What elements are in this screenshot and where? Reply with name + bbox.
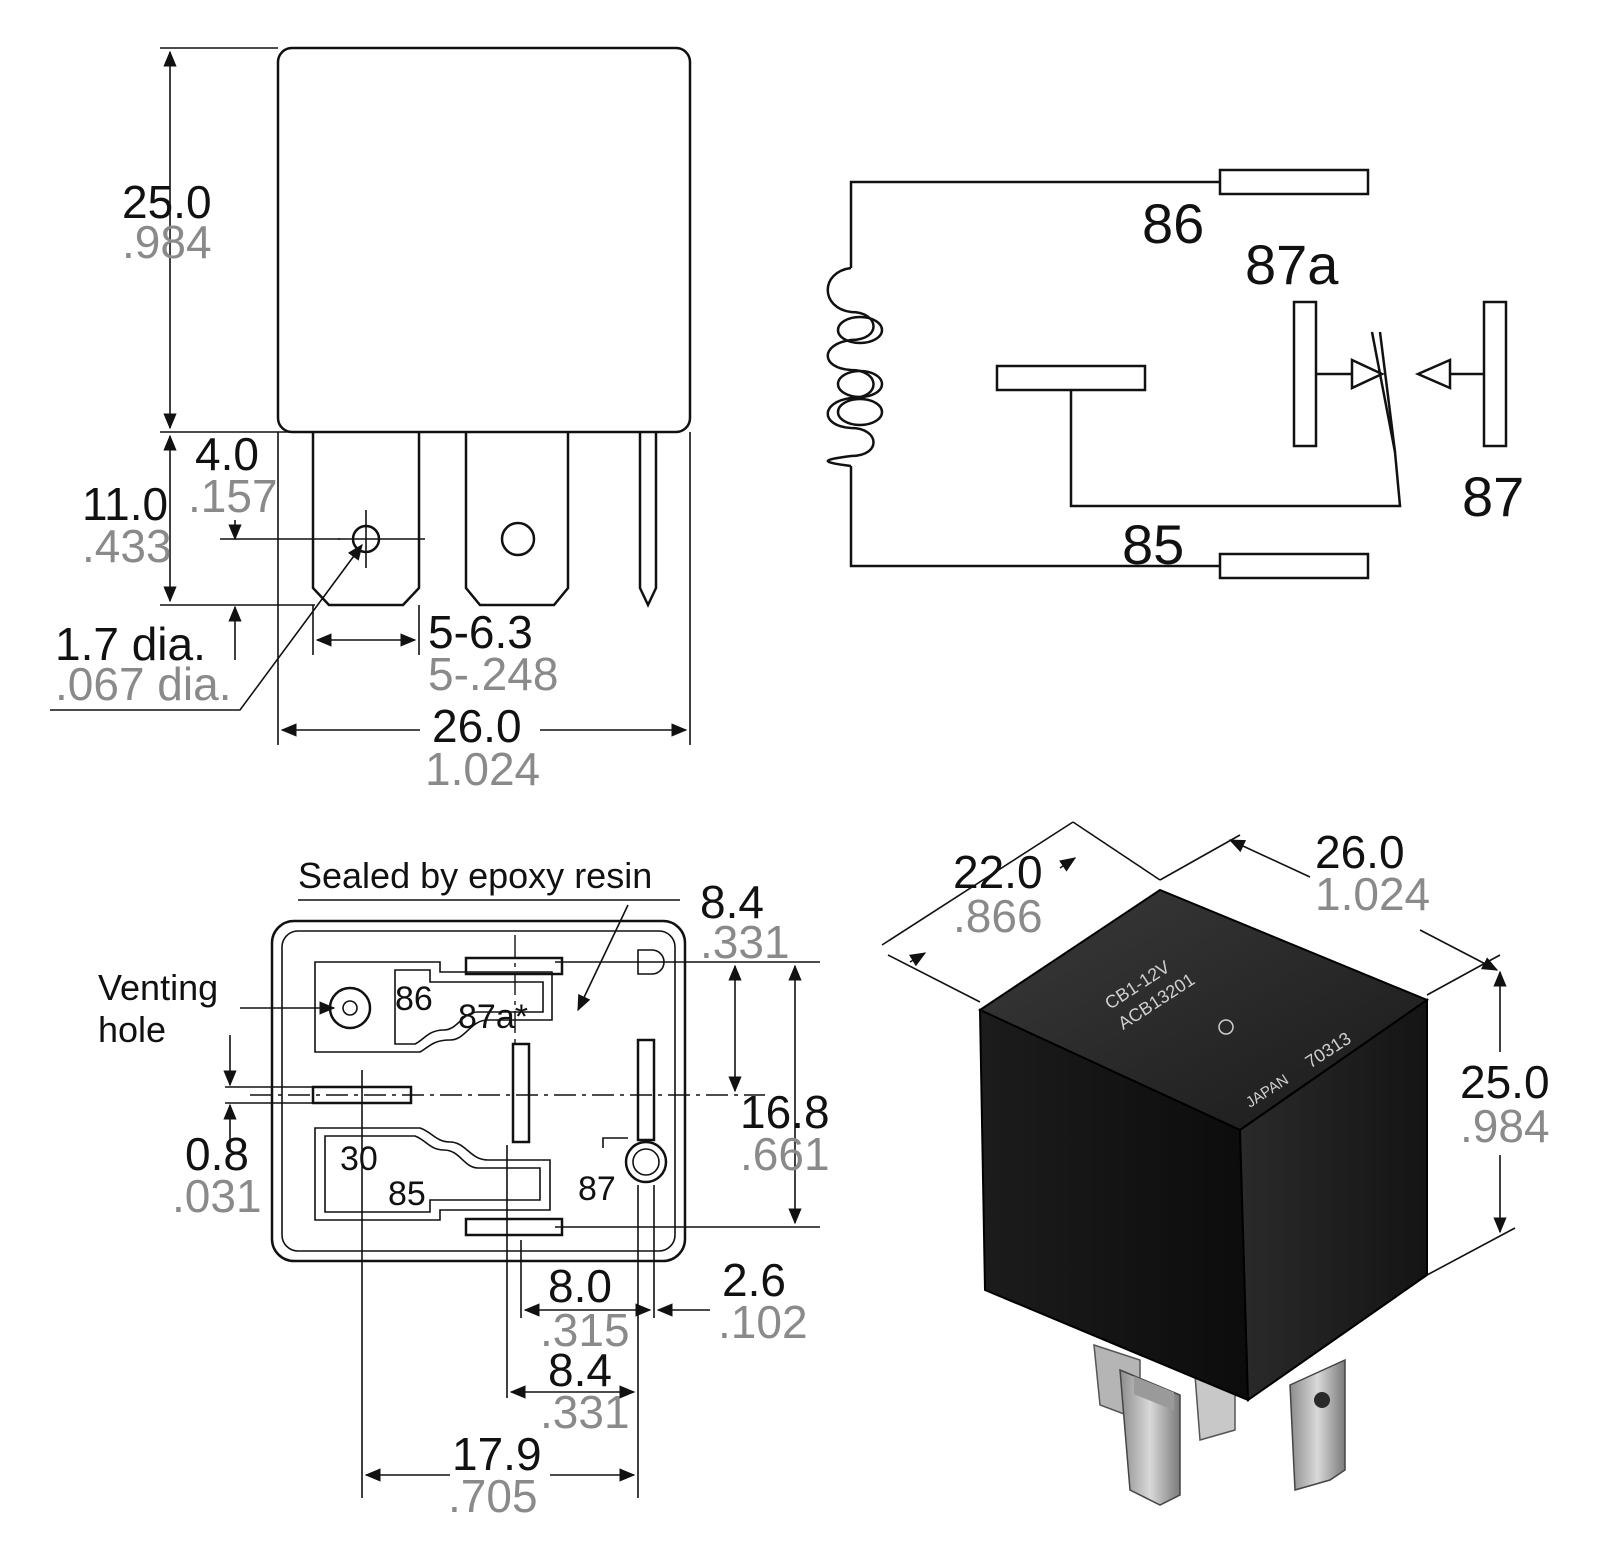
dim-84-top-mm: 8.4 <box>700 876 764 928</box>
bottom-outline-outer <box>270 919 687 1263</box>
bottom-view: Sealed by epoxy resin Venting hole 86 87… <box>98 855 830 1522</box>
pin-87a-bar <box>1292 300 1318 448</box>
dim-168-mm: 16.8 <box>740 1086 830 1138</box>
switch-blade <box>1370 331 1397 453</box>
dim-168-in: .661 <box>740 1128 830 1180</box>
dim-terminal-in: .157 <box>188 470 278 522</box>
photo-logo-icon <box>1218 1019 1234 1035</box>
dim-tab-in: 5-.248 <box>428 648 558 700</box>
terminal-middle <box>464 432 570 607</box>
schematic: 86 87a 87 85 <box>826 168 1524 580</box>
dim-179-in: .705 <box>448 1470 538 1522</box>
relay-photo: CB1-12V ACB13201 JAPAN 70313 22.0 .866 2… <box>881 821 1550 1506</box>
dim-hole-mm: 1.7 dia. <box>55 618 206 670</box>
bottom-outline-inner <box>281 930 676 1252</box>
label-pin-87a: 87a <box>1245 233 1339 296</box>
dim-hole-in: .067 dia. <box>55 658 231 710</box>
dim-84-top-in: .331 <box>700 916 790 968</box>
bottom-pin-87a: 87a* <box>458 998 528 1036</box>
photo-width-in: 1.024 <box>1315 868 1430 920</box>
dim-pin-mm: 11.0 <box>82 478 168 530</box>
dim-08-in: .031 <box>172 1170 262 1222</box>
orientation-mark-icon <box>637 949 665 975</box>
pin-87-socket <box>624 1140 668 1184</box>
photo-height-mm: 25.0 <box>1460 1056 1550 1108</box>
label-pin-87: 87 <box>1462 465 1524 528</box>
upper-cavity <box>314 961 553 1053</box>
photo-terminal-right <box>1289 1358 1346 1491</box>
coil-wire <box>849 180 1220 268</box>
photo-depth-in: .866 <box>953 890 1043 942</box>
slot-87a <box>511 1042 531 1144</box>
label-pin-86: 86 <box>1142 192 1204 255</box>
terminal-pin <box>638 432 658 608</box>
pin-87-bar <box>1482 300 1508 448</box>
dim-84-bot-mm: 8.4 <box>548 1344 612 1396</box>
terminal-left <box>311 432 421 607</box>
slot-87 <box>636 1038 656 1142</box>
dim-width-in: 1.024 <box>425 743 540 795</box>
slot-85 <box>464 1217 564 1237</box>
pin-85-bar <box>1218 552 1370 580</box>
photo-width-mm: 26.0 <box>1315 826 1405 878</box>
dim-84-bot-in: .331 <box>540 1386 630 1438</box>
side-view: 25.0 .984 4.0 .157 11.0 .433 1.7 dia. .0… <box>50 46 692 795</box>
dim-80-in: .315 <box>540 1304 630 1356</box>
contact-87a-arrow-icon <box>1350 358 1385 390</box>
coil-icon <box>826 266 875 468</box>
bottom-pin-30: 30 <box>340 1140 378 1178</box>
terminal-hole-middle <box>500 521 536 557</box>
dim-26-in: .102 <box>718 1296 808 1348</box>
dim-terminal-mm: 4.0 <box>195 428 259 480</box>
dim-pin-in: .433 <box>82 520 172 572</box>
dim-80-mm: 8.0 <box>548 1260 612 1312</box>
sealed-label: Sealed by epoxy resin <box>298 855 652 896</box>
label-pin-85: 85 <box>1122 513 1184 576</box>
dim-179-mm: 17.9 <box>452 1428 542 1480</box>
contact-87-arrow-icon <box>1414 358 1452 390</box>
photo-depth-mm: 22.0 <box>953 846 1043 898</box>
dim-width-mm: 26.0 <box>432 700 522 752</box>
bottom-pin-86: 86 <box>395 980 433 1018</box>
relay-body-outline <box>276 46 692 434</box>
photo-height-in: .984 <box>1460 1100 1550 1152</box>
lower-cavity <box>314 1127 551 1221</box>
bottom-pin-87: 87 <box>578 1170 616 1208</box>
slot-86 <box>464 956 564 976</box>
dim-26-mm: 2.6 <box>722 1254 786 1306</box>
dim-tab-mm: 5-6.3 <box>428 606 533 658</box>
dim-height-in: .984 <box>122 216 212 268</box>
venting-hole <box>328 986 372 1030</box>
dim-height-mm: 25.0 <box>122 176 212 228</box>
venting-label-2: hole <box>98 1009 166 1050</box>
pin-30-bar <box>995 364 1147 392</box>
bottom-pin-85: 85 <box>388 1175 426 1213</box>
pin-86-bar <box>1218 168 1370 196</box>
venting-label-1: Venting <box>98 967 218 1008</box>
dim-08-mm: 0.8 <box>185 1128 249 1180</box>
